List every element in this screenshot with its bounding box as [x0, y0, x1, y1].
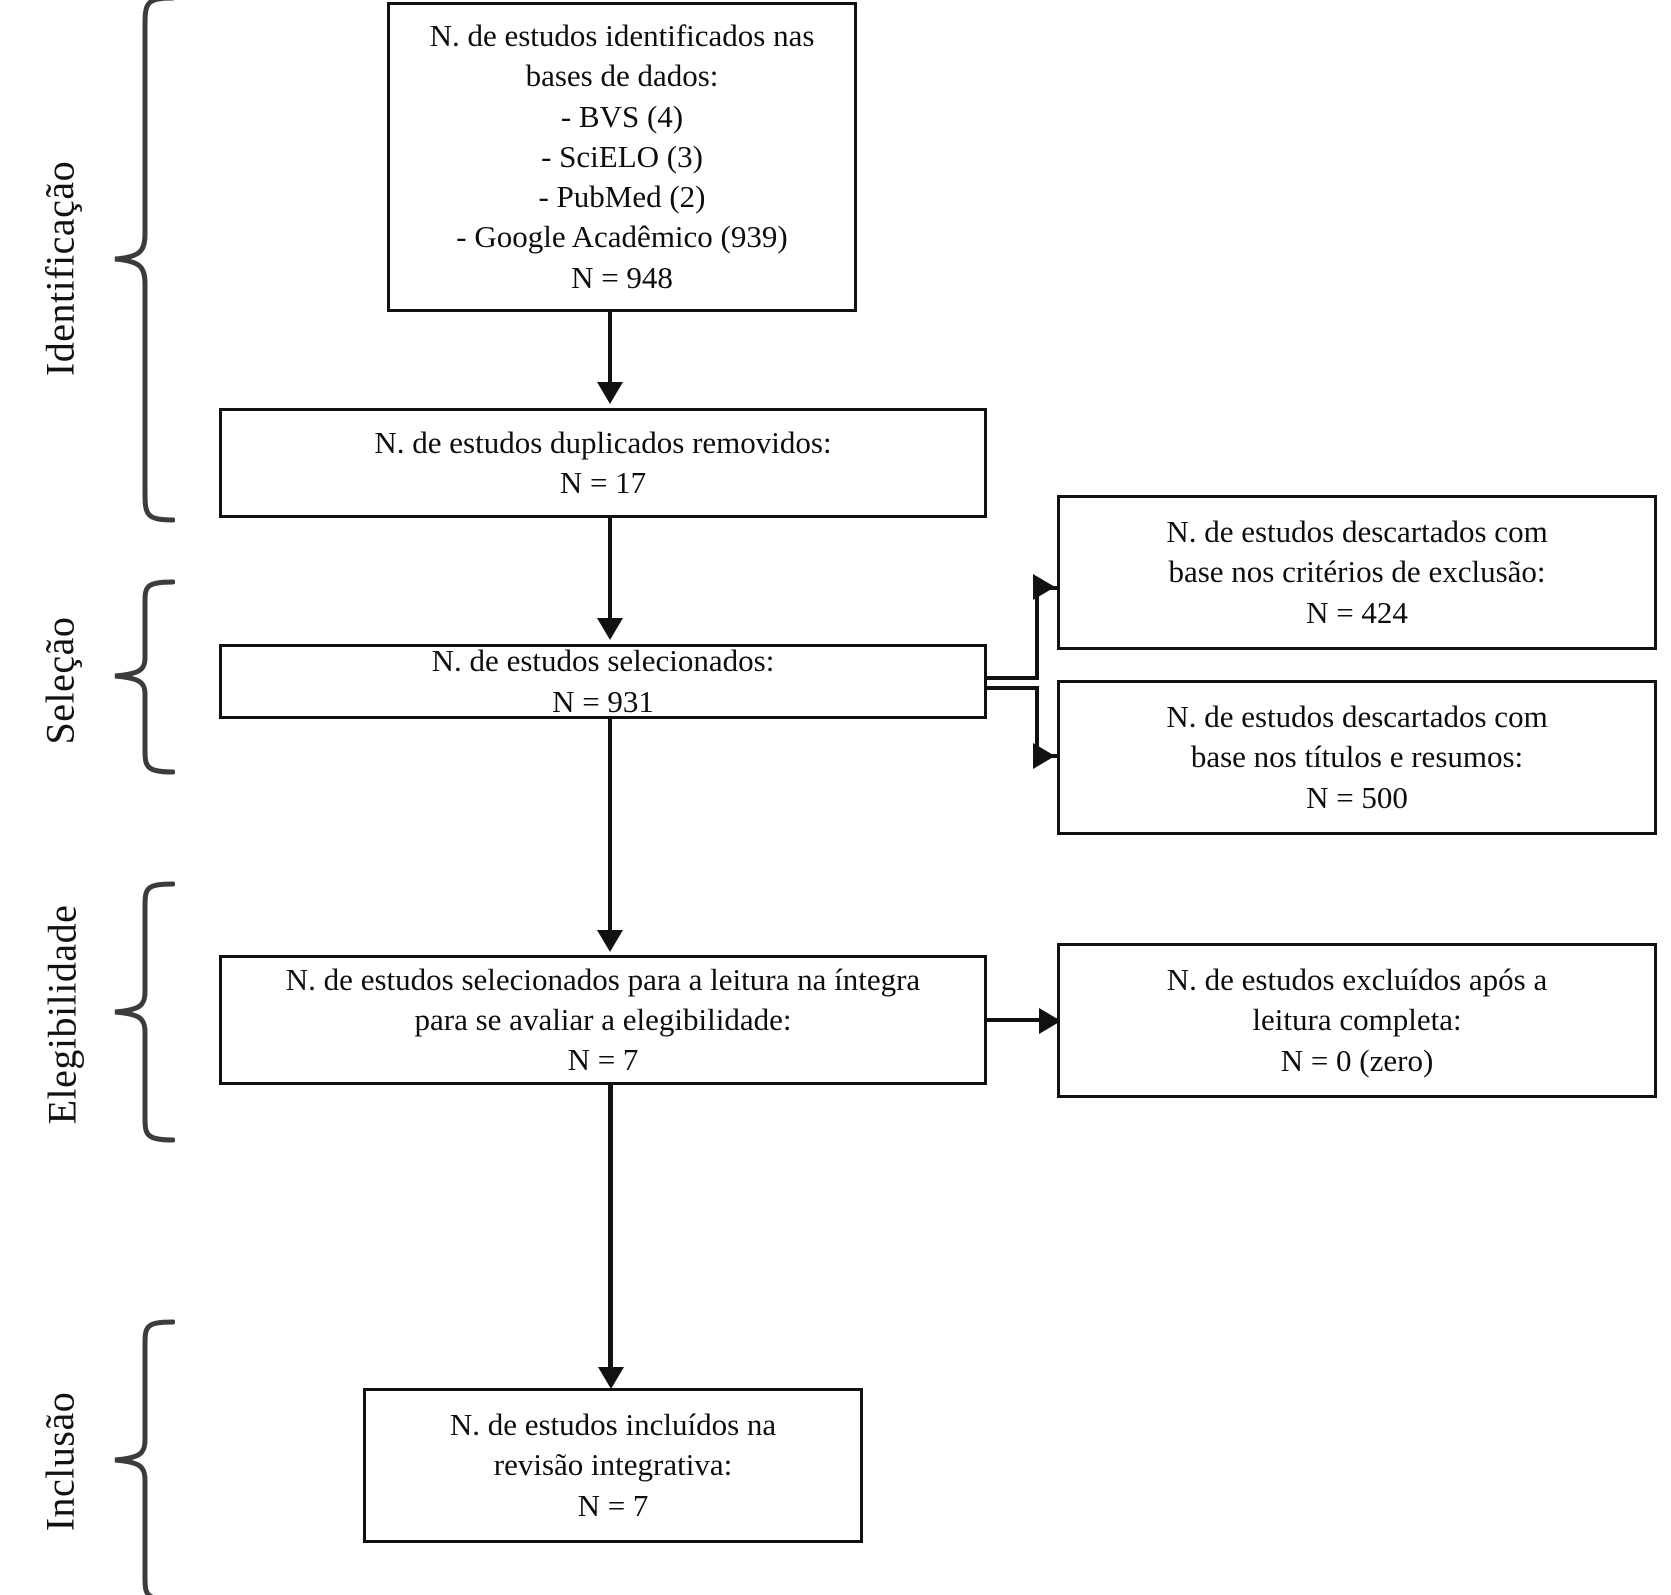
box-line: - PubMed (2) — [538, 179, 706, 215]
arrow-identified-to-duplicates — [597, 382, 623, 404]
box-line: - Google Acadêmico (939) — [456, 219, 788, 255]
stage-label-inclusao: Inclusão — [37, 1391, 83, 1532]
box-line: N. de estudos descartados com — [1166, 514, 1548, 550]
arrow-fulltext-to-excluded — [1039, 1008, 1061, 1034]
box-line: revisão integrativa: — [493, 1447, 733, 1483]
box-line: N = 424 — [1306, 594, 1408, 630]
stage-brace-selecao — [105, 578, 175, 778]
box-studies-included: N. de estudos incluídos na revisão integ… — [363, 1388, 863, 1543]
stage-brace-inclusao — [105, 1318, 175, 1595]
box-line: leitura completa: — [1252, 1002, 1462, 1038]
connector-screened-to-excluded-titles-h1 — [985, 686, 1039, 690]
box-excluded-after-fulltext: N. de estudos excluídos após a leitura c… — [1057, 943, 1657, 1098]
arrow-fulltext-to-included — [598, 1367, 624, 1389]
box-line: N. de estudos identificados nas — [429, 17, 815, 53]
arrow-screened-to-excluded-titles — [1033, 743, 1055, 769]
box-studies-screened: N. de estudos selecionados: N = 931 — [219, 643, 987, 719]
connector-screened-to-excluded-criteria-h1 — [985, 676, 1039, 680]
box-line: N. de estudos selecionados: — [431, 643, 775, 679]
arrow-screened-to-excluded-criteria — [1033, 574, 1055, 600]
stage-label-elegibilidade: Elegibilidade — [39, 904, 85, 1125]
arrow-duplicates-to-screened — [597, 618, 623, 640]
connector-screened-to-excluded-criteria-v — [1035, 588, 1039, 678]
box-line: N. de estudos descartados com — [1166, 699, 1548, 735]
box-line: para se avaliar a elegibilidade: — [414, 1001, 792, 1037]
box-line: N = 948 — [571, 259, 673, 295]
connector-fulltext-to-excluded — [985, 1018, 1063, 1022]
stage-brace-elegibilidade — [105, 880, 175, 1145]
box-line: base nos critérios de exclusão: — [1168, 554, 1546, 590]
box-line: N = 7 — [577, 1487, 649, 1523]
box-line: base nos títulos e resumos: — [1190, 739, 1524, 775]
box-line: N. de estudos excluídos após a — [1166, 962, 1548, 998]
box-line: N. de estudos duplicados removidos: — [374, 424, 832, 460]
box-line: N = 931 — [552, 683, 654, 719]
box-line: N. de estudos selecionados para a leitur… — [285, 961, 921, 997]
connector-fulltext-to-included — [608, 1085, 613, 1373]
stage-brace-identificacao — [105, 0, 175, 524]
box-line: - BVS (4) — [560, 98, 684, 134]
box-excluded-by-titles-abstracts: N. de estudos descartados com base nos t… — [1057, 680, 1657, 835]
box-fulltext-assessed: N. de estudos selecionados para a leitur… — [219, 955, 987, 1085]
box-excluded-by-criteria: N. de estudos descartados com base nos c… — [1057, 495, 1657, 650]
box-line: N = 0 (zero) — [1280, 1042, 1434, 1078]
connector-duplicates-to-screened — [608, 518, 612, 623]
connector-screened-to-fulltext — [608, 719, 612, 937]
stage-label-selecao: Seleção — [37, 616, 83, 745]
box-line: N. de estudos incluídos na — [449, 1407, 777, 1443]
connector-identified-to-duplicates — [608, 312, 612, 387]
connector-screened-to-excluded-titles-v — [1035, 686, 1039, 758]
box-identified-studies: N. de estudos identificados nas bases de… — [387, 2, 857, 312]
stage-label-identificacao: Identificação — [37, 160, 83, 377]
box-duplicates-removed: N. de estudos duplicados removidos: N = … — [219, 408, 987, 518]
box-line: N = 7 — [567, 1042, 639, 1078]
box-line: bases de dados: — [525, 58, 719, 94]
box-line: N = 17 — [559, 465, 647, 500]
box-line: N = 500 — [1306, 779, 1408, 815]
box-line: - SciELO (3) — [541, 138, 703, 174]
arrow-screened-to-fulltext — [597, 930, 623, 952]
